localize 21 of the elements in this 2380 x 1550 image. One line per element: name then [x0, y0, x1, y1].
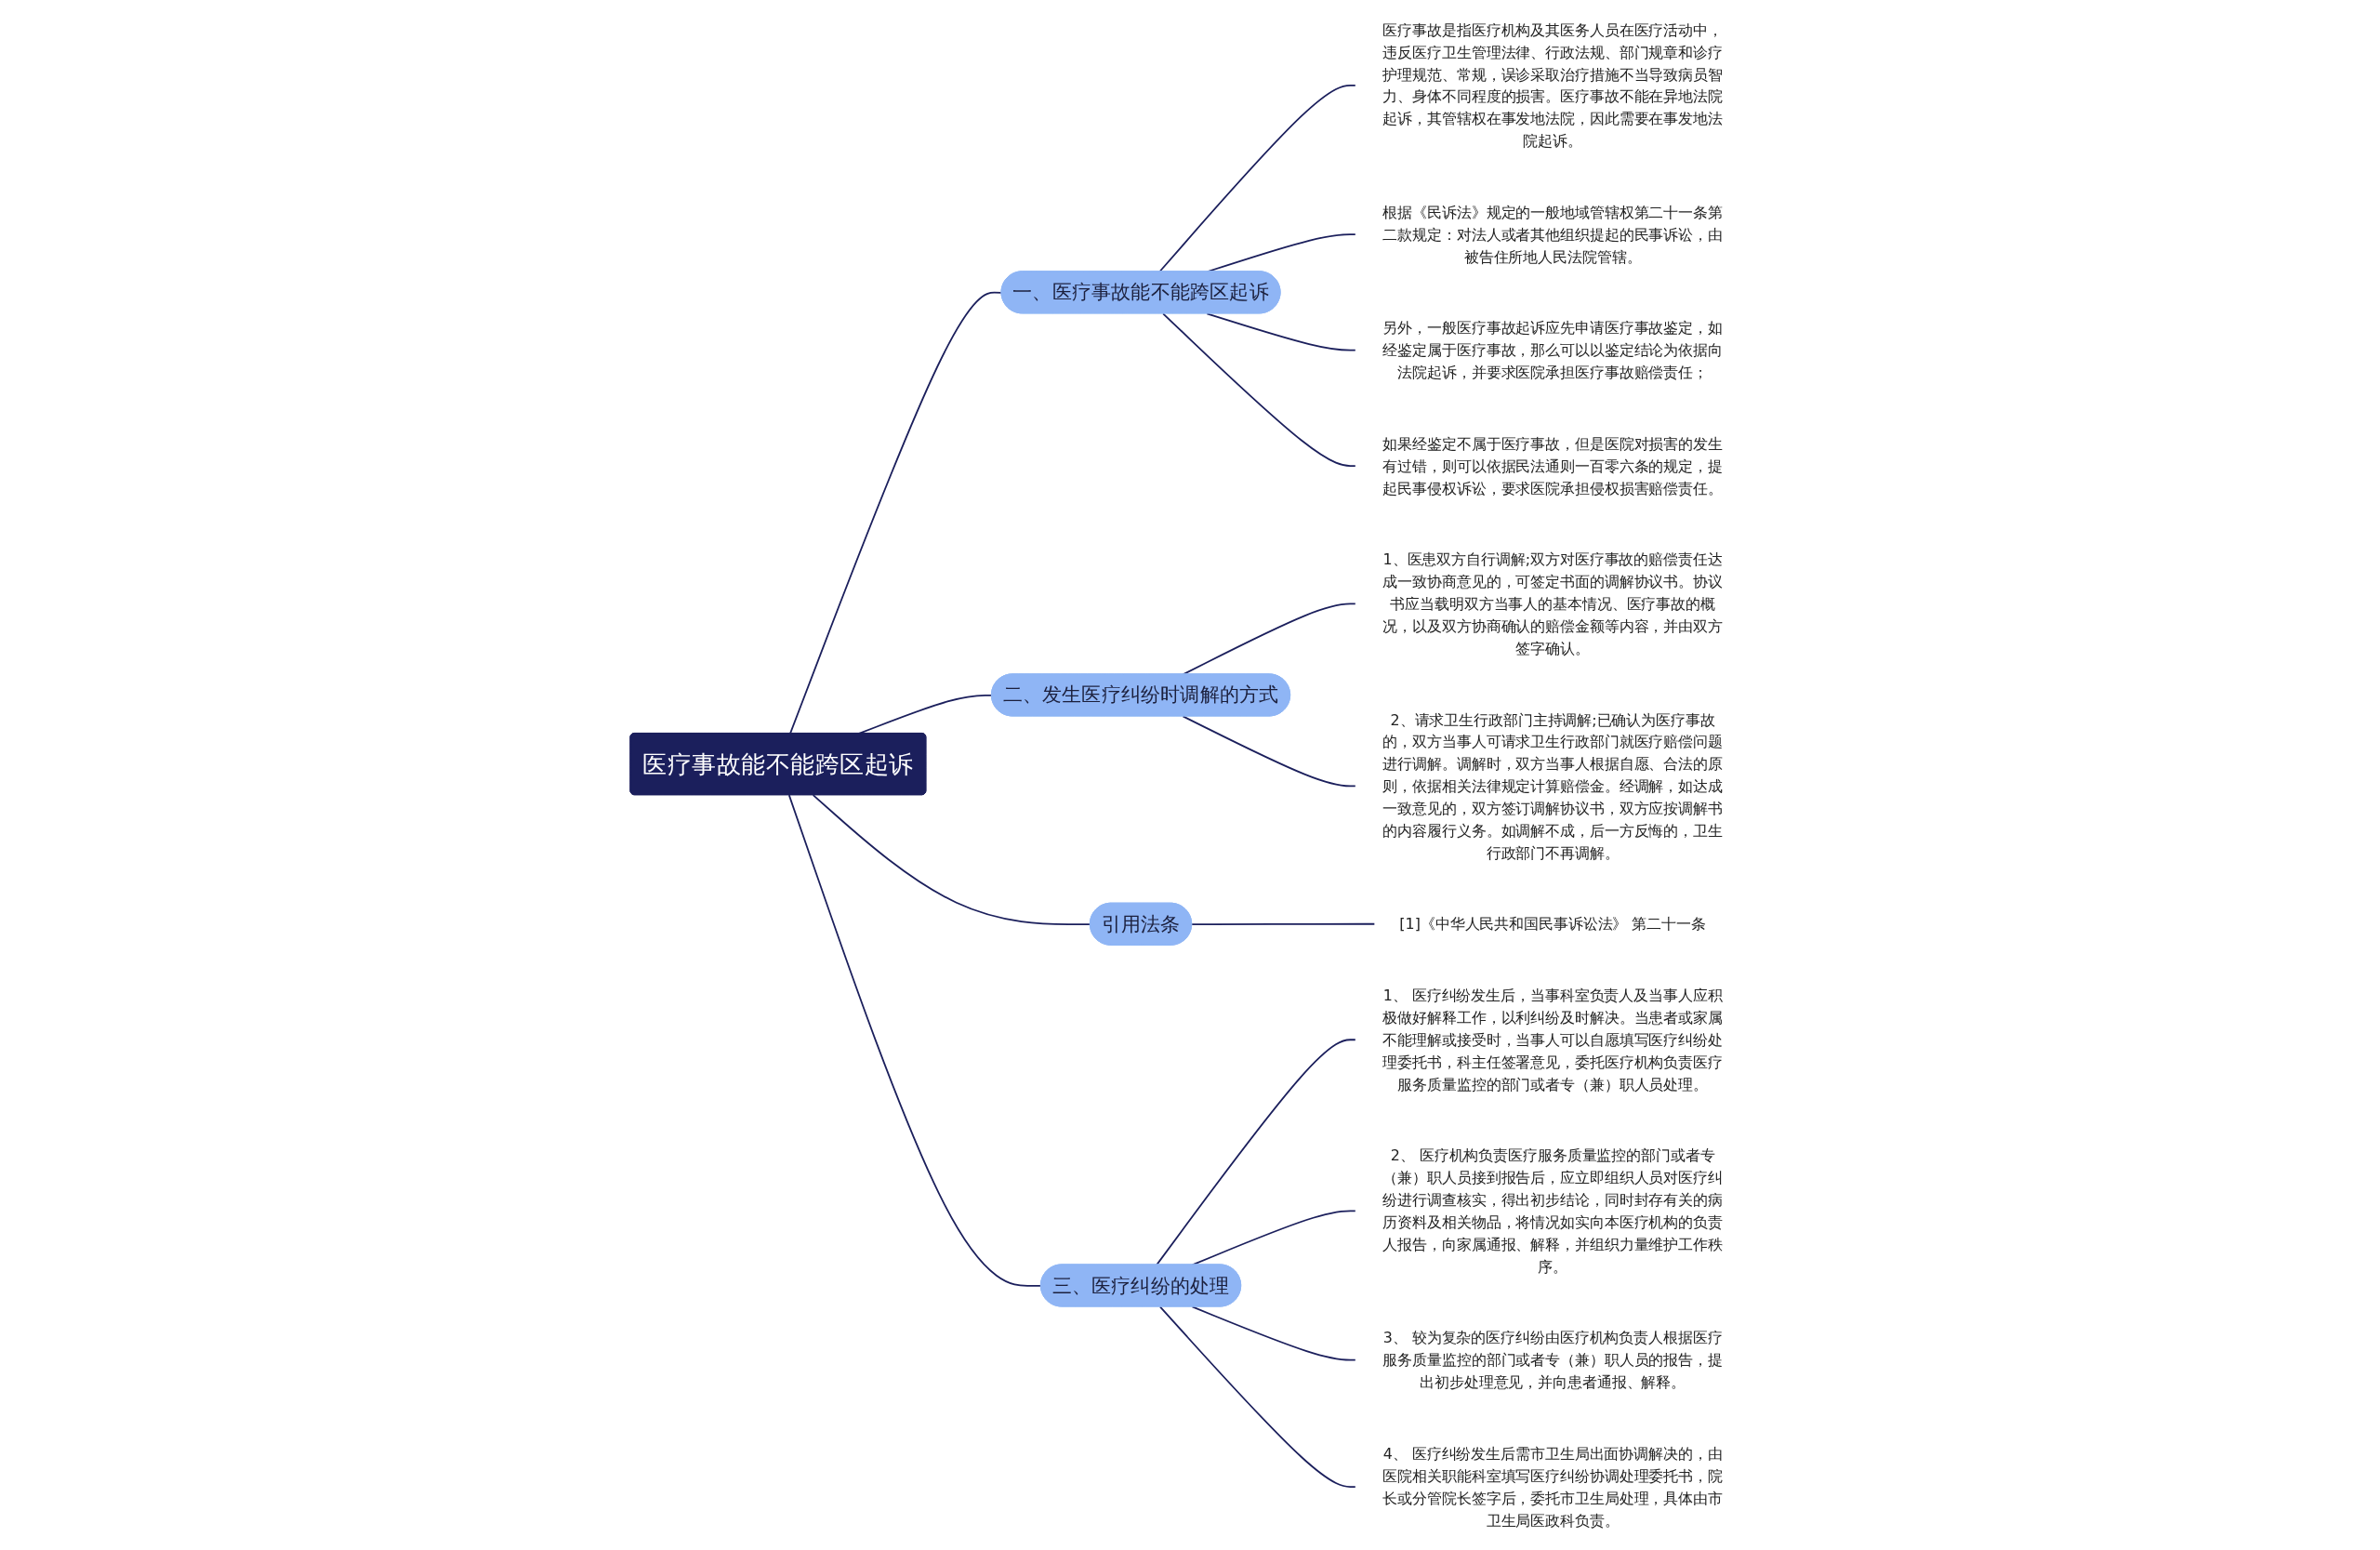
node-text: 2、请求卫生行政部门主持调解;已确认为医疗事故的，双方当事人可请求卫生行政部门就医疗赔偿问题进行调解。调解时，双方当事人根据自愿、合法的原则，依据相关法律规定计算赔偿金。经调解，如达成一致意见的，双方签订调解协议书，双方应按调解书的内容履行义务。如调解不成，后一方反悔的，卫生行政部门不再调解。: [1382, 710, 1723, 862]
connector: [1191, 922, 1376, 926]
node-text: 4、 医疗纠纷发生后需市卫生局出面协调解决的，由医院相关职能科室填写医疗纠纷协调处理委托书，院长或分管院长签字后，委托市卫生局处理，具体由市卫生局医政科负责。: [1382, 1444, 1723, 1530]
node-text: 如果经鉴定不属于医疗事故，但是医院对损害的发生有过错，则可以依据民法通则一百零六条的规定，提起民事侵权诉讼，要求医院承担侵权损害赔偿责任。: [1382, 434, 1723, 497]
connector: [812, 794, 1091, 926]
node-text: [1]《中华人民共和国民事诉讼法》 第二十一条: [1399, 915, 1706, 934]
node-text: 医疗事故是指医疗机构及其医务人员在医疗活动中，违反医疗卫生管理法律、行政法规、部门规章和诊疗护理规范、常规，误诊采取治疗措施不当导致病员智力、身体不同程度的损害。医疗事故不能在异地法院起诉，其管辖权在事发地法院，因此需要在事发地法院起诉。: [1382, 20, 1723, 150]
node-text: 3、 较为复杂的医疗纠纷由医疗机构负责人根据医疗服务质量监控的部门或者专（兼）职人员的报告，提出初步处理意见，并向患者通报、解释。: [1382, 1329, 1723, 1391]
node-text: 2、 医疗机构负责医疗服务质量监控的部门或者专（兼）职人员接到报告后，应立即组织人员对医疗纠纷进行调查核实，得出初步结论，同时封存有关的病历资料及相关物品，将情况如实向本医疗机构的负责人报告，向家属通报、解释，并组织力量维护工作秩序。: [1382, 1146, 1723, 1276]
connector: [1158, 1305, 1357, 1488]
node-text: 1、医患双方自行调解;双方对医疗事故的赔偿责任达成一致协商意见的，可签定书面的调解协议书。协议书应当载明双方当事人的基本情况、医疗事故的概况，以及双方协商确认的赔偿金额等内容，并由双方签字确认。: [1382, 550, 1723, 657]
connector: [1162, 312, 1357, 467]
connector: [789, 291, 1003, 735]
node-text: 根据《民诉法》规定的一般地域管辖权第二十一条第二款规定：对法人或者其他组织提起的民事诉讼，由被告住所地人民法院管辖。: [1382, 203, 1723, 266]
connector: [1206, 312, 1357, 351]
connector: [858, 694, 993, 735]
connector: [787, 794, 1042, 1287]
node-text: 另外，一般医疗事故起诉应先申请医疗事故鉴定，如经鉴定属于医疗事故，那么可以以鉴定结论为依据向法院起诉，并要求医院承担医疗事故赔偿责任；: [1382, 319, 1723, 381]
connector: [1191, 1305, 1357, 1361]
node-text: 1、 医疗纠纷发生后，当事科室负责人及当事人应积极做好解释工作，以利纠纷及时解决。当患者或家属不能理解或接受时，当事人可以自愿填写医疗纠纷处理委托书，科主任签署意见，委托医疗机构负责医疗服务质量监控的部门或者专（兼）职人员处理。: [1382, 987, 1723, 1093]
connector: [1182, 715, 1357, 788]
